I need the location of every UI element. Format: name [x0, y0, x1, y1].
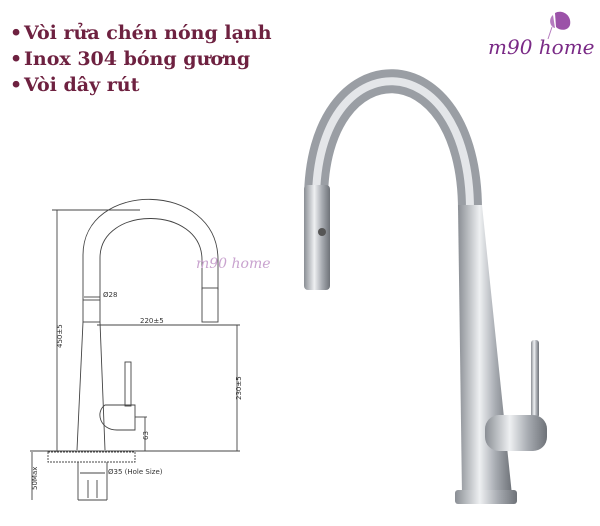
- dim-pipe: Ø28: [103, 291, 117, 299]
- handle-body: [485, 415, 547, 451]
- feature-list: •Vòi rửa chén nóng lạnh •Inox 304 bóng g…: [10, 20, 272, 98]
- faucet-body: [458, 205, 512, 495]
- feature-text: Vòi rửa chén nóng lạnh: [24, 22, 272, 44]
- dim-clearance: 230±5: [235, 376, 243, 400]
- feature-item: •Vòi dây rút: [10, 74, 140, 96]
- brand-logo: m90 home: [480, 5, 600, 65]
- logo-text: m90 home: [488, 35, 595, 59]
- dim-height: 450±5: [56, 324, 64, 348]
- butterfly-icon: [547, 11, 571, 40]
- feature-text: Inox 304 bóng gương: [24, 48, 251, 70]
- dim-deck: 50Max: [31, 467, 39, 490]
- watermark-logo: m90 home: [196, 256, 271, 272]
- feature-text: Vòi dây rút: [24, 74, 140, 96]
- pull-down-head: [304, 185, 330, 290]
- feature-item: •Inox 304 bóng gương: [10, 48, 251, 70]
- dim-reach: 220±5: [140, 317, 164, 325]
- feature-item: •Vòi rửa chén nóng lạnh: [10, 22, 272, 44]
- handle-lever: [531, 340, 539, 418]
- dim-hole: Ø35 (Hole Size): [108, 468, 163, 476]
- faucet-base: [455, 490, 517, 504]
- dim-handle: 63: [142, 431, 150, 440]
